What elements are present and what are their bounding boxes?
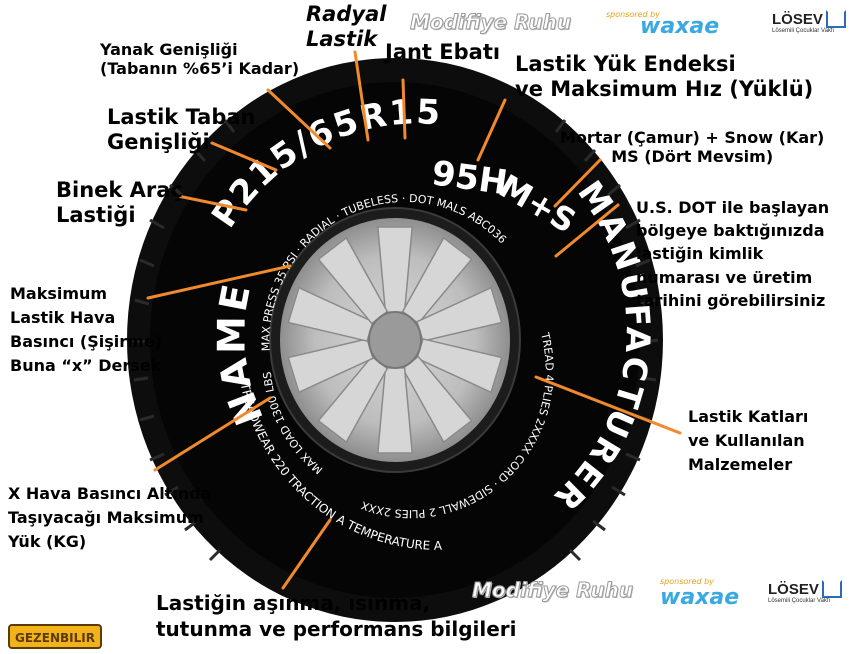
sponsor-logo-top: waxae xyxy=(640,14,720,39)
label-rim-size: Jant Ebatı xyxy=(385,40,501,64)
sponsor-small-top: sponsored by xyxy=(606,10,660,19)
leader-rim-size xyxy=(401,78,407,140)
leader-load-speed xyxy=(476,98,507,162)
leader-lines xyxy=(146,50,682,590)
leader-radial xyxy=(353,50,370,142)
site-logo: GEZENBILIR xyxy=(8,624,102,649)
charity-subtitle: Lösemili Çocuklar Vakfı xyxy=(768,598,831,604)
sponsor-small-bottom: sponsored by xyxy=(660,577,714,586)
label-mud-snow: Mortar (Çamur) + Snow (Kar)MS (Dört Mevs… xyxy=(560,128,825,167)
site-logo-text: GEZENBILIR xyxy=(15,631,95,645)
leader-tread-width xyxy=(210,141,278,172)
leader-sidewall-ratio xyxy=(266,88,332,150)
charity-logo-bottom: LÖSEV Lösemili Çocuklar Vakfı xyxy=(768,580,842,604)
charity-subtitle: Lösemili Çocuklar Vakfı xyxy=(772,28,835,34)
label-tread-info: Lastiğin aşınma, ısınma,tutunma ve perfo… xyxy=(156,591,517,641)
leader-mud-snow xyxy=(553,158,602,208)
charity-logo-top: LÖSEV Lösemili Çocuklar Vakfı xyxy=(772,10,846,34)
sponsor-logo-bottom: waxae xyxy=(660,585,740,610)
charity-name: LÖSEV xyxy=(772,10,823,28)
rim-hub xyxy=(368,311,422,369)
watermark-top: Modifiye Ruhu xyxy=(409,10,572,35)
leader-tread-info xyxy=(281,518,332,590)
leader-plies xyxy=(534,375,682,435)
leader-max-load xyxy=(153,396,272,472)
watermark-bottom: Modifiye Ruhu xyxy=(471,578,634,603)
leader-dot xyxy=(554,203,620,258)
leader-max-pressure xyxy=(146,264,292,300)
leader-passenger xyxy=(176,194,248,212)
label-sidewall-ratio: Yanak Genişliği(Tabanın %65’i Kadar) xyxy=(100,40,300,79)
house-icon xyxy=(825,10,846,28)
house-icon xyxy=(821,580,842,598)
charity-name: LÖSEV xyxy=(768,580,819,598)
